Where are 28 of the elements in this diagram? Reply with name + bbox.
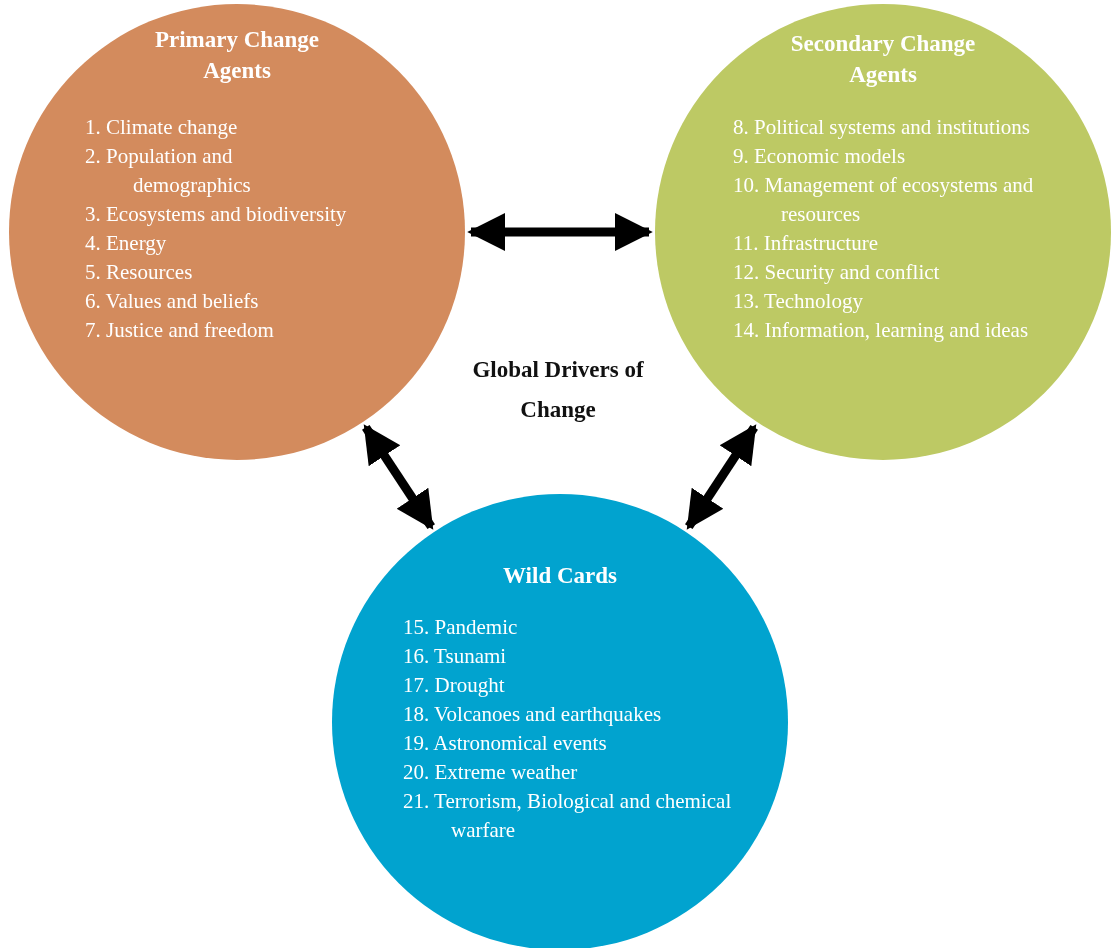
circle-heading: Wild Cards	[502, 562, 618, 590]
list-item: 20. Extreme weather	[403, 759, 579, 786]
list-item: 4. Energy	[85, 230, 168, 257]
list-item: 17. Drought	[403, 672, 506, 699]
list-item: 8. Political systems and institutions	[733, 114, 1031, 141]
double-arrow	[467, 213, 653, 251]
circle-heading: Primary Change Agents	[153, 26, 321, 85]
list-item: 6. Values and beliefs	[85, 288, 260, 315]
double-arrow	[685, 424, 758, 530]
list-item: 19. Astronomical events	[403, 730, 608, 757]
list-item: 5. Resources	[85, 259, 194, 286]
list-item: 10. Management of ecosystems and resources	[733, 172, 1035, 228]
list-item: 13. Technology	[733, 288, 864, 315]
list-item: 12. Security and conflict	[733, 259, 941, 286]
list-item: 18. Volcanoes and earthquakes	[403, 701, 663, 728]
list-item: 2. Population and demographics	[85, 143, 252, 199]
list-item: 21. Terrorism, Biological and chemical warfare	[403, 788, 733, 844]
list-item: 7. Justice and freedom	[85, 317, 275, 344]
diagram-title: Global Drivers of Change	[471, 356, 645, 424]
list-item: 14. Information, learning and ideas	[733, 317, 1030, 344]
list-item: 16. Tsunami	[403, 643, 508, 670]
list-item: 11. Infrastructure	[733, 230, 879, 257]
list-item: 1. Climate change	[85, 114, 239, 141]
list-item: 9. Economic models	[733, 143, 907, 170]
double-arrow	[362, 424, 435, 530]
circle-heading: Secondary Change Agents	[789, 30, 977, 89]
list-item: 3. Ecosystems and biodiversity	[85, 201, 348, 228]
list-item: 15. Pandemic	[403, 614, 519, 641]
